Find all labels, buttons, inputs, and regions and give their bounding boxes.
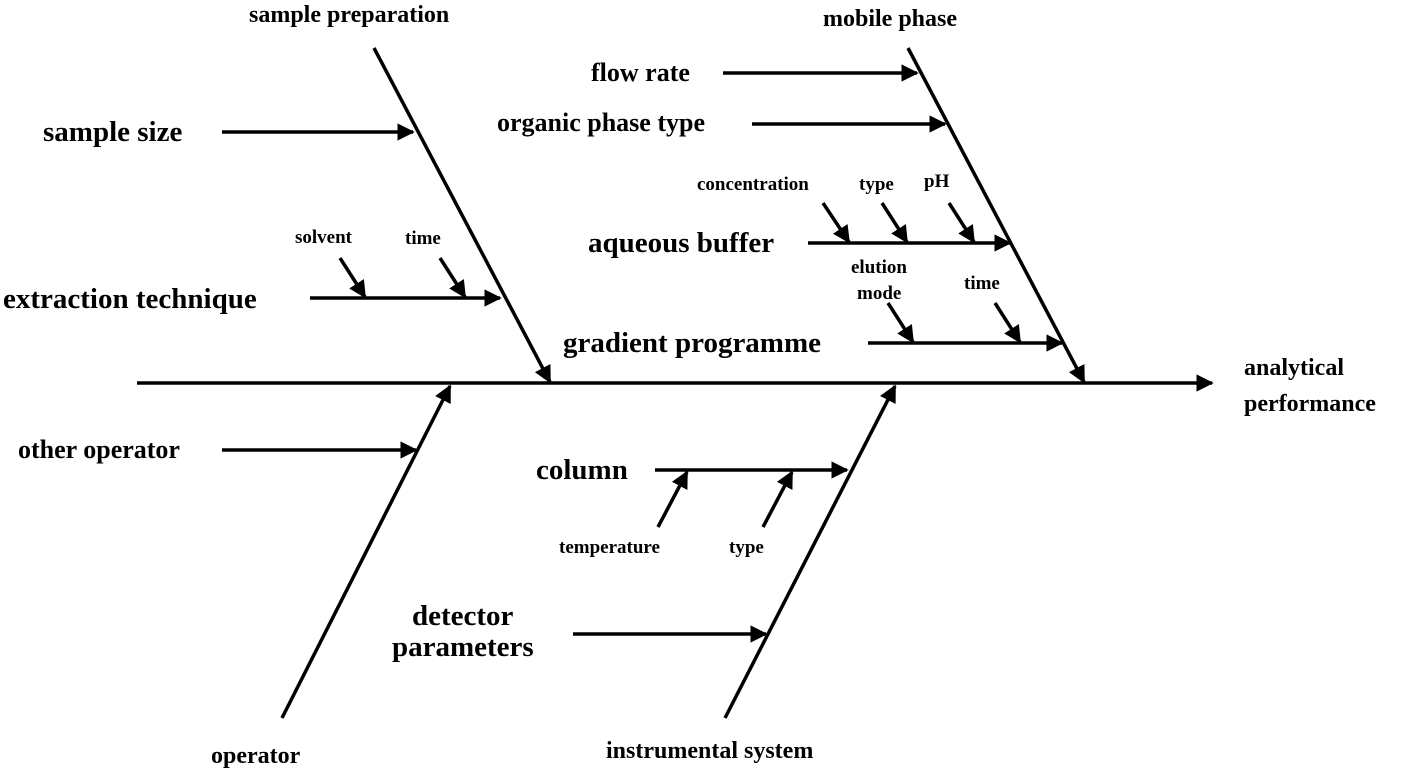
arrow-sub-concentration [821, 202, 851, 244]
effect-label-line2: performance [1244, 391, 1376, 417]
subcause-time-extraction: time [405, 228, 441, 249]
arrow-sub-type-buffer [880, 202, 909, 244]
cause-extraction-technique: extraction technique [3, 283, 257, 315]
bone-instrumental-system [723, 384, 897, 719]
category-sample-preparation: sample preparation [249, 2, 450, 28]
arrow-sub-time-gradient [993, 302, 1022, 344]
cause-column: column [536, 454, 628, 486]
subcause-elution-line2: mode [857, 283, 902, 304]
cause-sample-size: sample size [43, 116, 183, 148]
cause-gradient-programme: gradient programme [563, 327, 821, 359]
cause-detector-parameters-line2: parameters [392, 631, 534, 663]
subcause-concentration: concentration [697, 174, 809, 195]
arrow-sub-type-column [761, 470, 794, 528]
cause-organic-phase-type: organic phase type [497, 108, 705, 137]
category-mobile-phase: mobile phase [823, 6, 958, 32]
arrow-sub-temperature [656, 470, 689, 528]
cause-detector-parameters-line1: detector [412, 600, 514, 632]
subcause-temperature: temperature [559, 537, 660, 558]
cause-flow-rate: flow rate [591, 58, 690, 87]
subcause-elution-line1: elution [851, 257, 907, 278]
cause-other-operator: other operator [18, 435, 180, 464]
category-operator: operator [211, 743, 301, 769]
subcause-type-column: type [729, 537, 764, 558]
bone-sample-preparation [372, 47, 552, 384]
cause-aqueous-buffer: aqueous buffer [588, 227, 775, 259]
subcause-type-buffer: type [859, 174, 894, 195]
bone-operator [280, 384, 452, 719]
arrow-sub-time-extraction [438, 257, 467, 299]
bone-mobile-phase [906, 47, 1086, 384]
subcause-solvent: solvent [295, 227, 352, 248]
effect-label-line1: analytical [1244, 355, 1344, 381]
subcause-ph: pH [924, 171, 950, 192]
category-instrumental-system: instrumental system [606, 738, 814, 764]
arrow-sub-elution-mode [886, 302, 915, 344]
arrow-sub-solvent [338, 257, 367, 299]
subcause-time-gradient: time [964, 273, 1000, 294]
arrow-sub-ph [947, 202, 976, 244]
